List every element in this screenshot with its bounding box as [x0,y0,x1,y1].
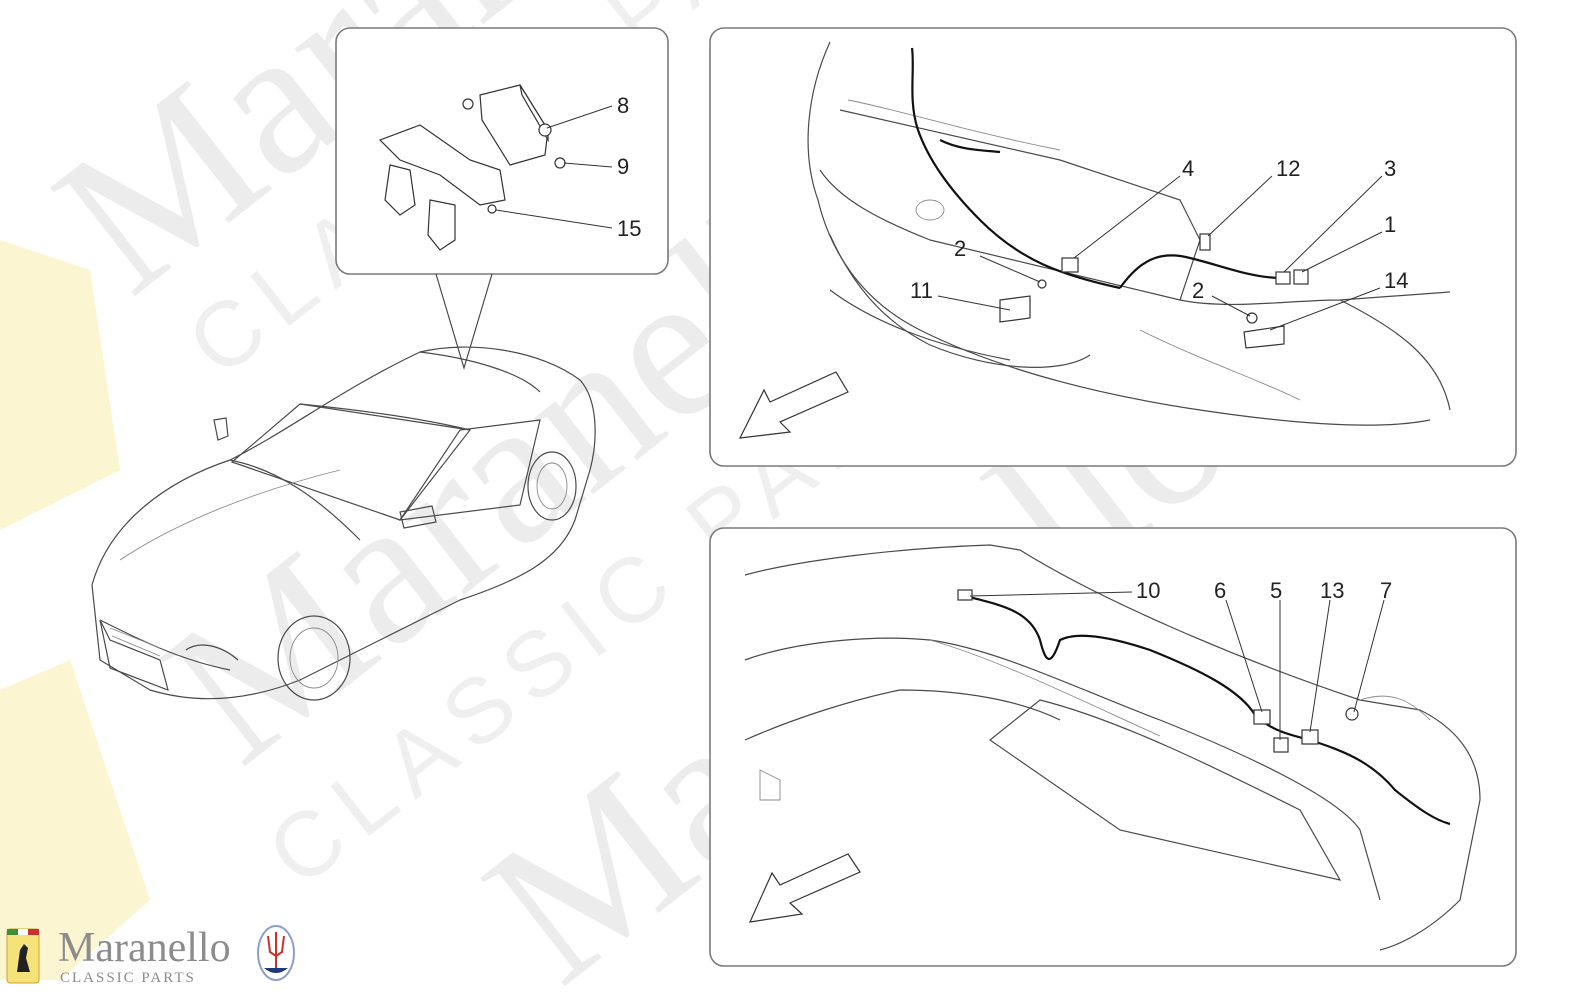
bracket-14 [1243,325,1285,349]
brand-logo: Maranello CLASSIC PARTS [6,924,306,1000]
panel-pointer [435,273,493,371]
rear-bumper-frame [709,527,1517,967]
brand-name: Maranello [58,925,231,971]
maserati-trident-icon [257,925,295,981]
callout-6: 6 [1214,578,1226,603]
callout-8: 8 [617,93,629,118]
sensor-4 [1061,257,1079,273]
callout-13: 13 [1320,578,1344,603]
ferrari-shield-watermark-top [0,240,120,530]
bracket-part [378,124,506,251]
car-overview [91,346,596,701]
callout-9: 9 [617,154,629,179]
sensor-6 [1253,709,1271,725]
brand-subtitle: CLASSIC PARTS [60,970,196,986]
connector-3 [1275,271,1291,285]
callout-1: 1 [1384,212,1396,237]
callout-2-front-left: 2 [954,236,966,261]
callout-2-front-right: 2 [1192,278,1204,303]
sensor-1 [1293,269,1309,285]
control-unit-part [462,84,566,214]
callout-14: 14 [1384,268,1408,293]
direction-arrow-icon [738,371,849,439]
connector-10 [957,589,973,601]
front-bumper-frame [709,27,1517,467]
bracket-11 [999,295,1031,323]
clip-12 [1199,233,1211,251]
direction-arrow-icon [749,853,861,923]
sensor-5 [1273,737,1289,753]
callout-5: 5 [1270,578,1282,603]
callout-3: 3 [1384,156,1396,181]
callout-4: 4 [1182,156,1194,181]
rear-bumper-panel: 10 6 5 13 7 [709,527,1517,967]
callout-15: 15 [617,216,641,241]
ferrari-shield-watermark-bottom [0,660,150,980]
ring-2b [1246,312,1258,324]
callout-7: 7 [1380,578,1392,603]
ferrari-shield-icon [6,928,40,984]
leader-9 [563,162,613,168]
grommet-7 [1345,707,1359,721]
callout-10: 10 [1136,578,1160,603]
bracket-13 [1301,729,1319,745]
callout-12: 12 [1276,156,1300,181]
callout-11: 11 [910,278,933,303]
leader-15 [495,209,613,229]
leader-8 [546,105,613,129]
control-unit-panel: 8 9 15 [335,27,669,371]
front-bumper-panel: 4 12 3 1 14 2 2 11 [709,27,1517,467]
